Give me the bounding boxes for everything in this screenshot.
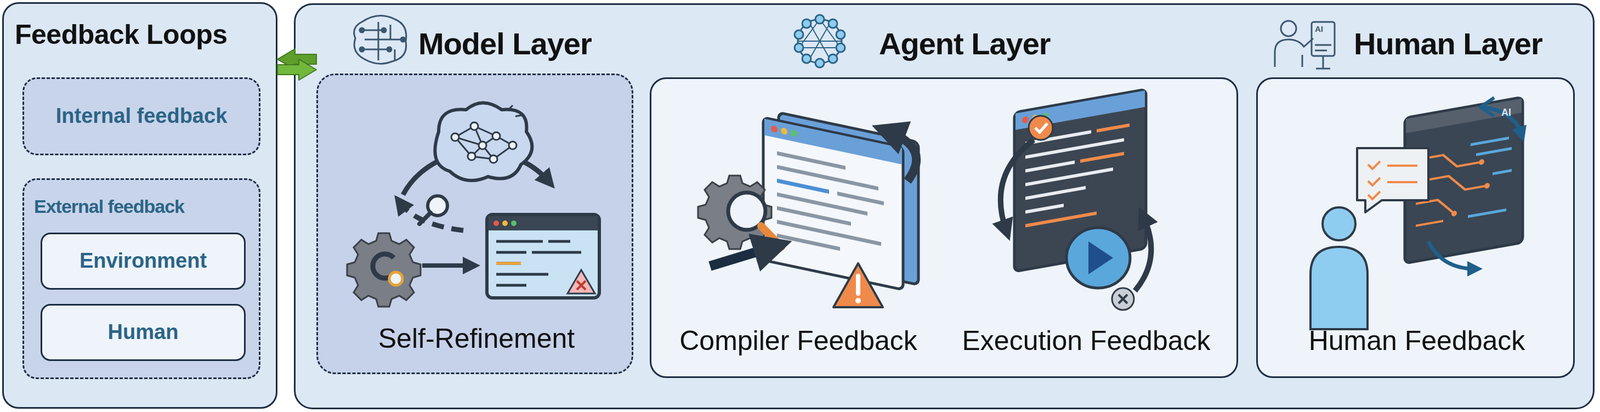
group-panel: Feedback LoopsInternal feedbackExternal … bbox=[2, 2, 278, 409]
execution-feedback-illustration bbox=[1000, 89, 1152, 310]
feedback-arrow bbox=[277, 48, 317, 70]
layer-box: Agent LayerCompiler FeedbackExecution Fe… bbox=[649, 77, 1239, 378]
compiler-feedback-illustration bbox=[698, 112, 919, 308]
layer-heading: Model Layer bbox=[418, 25, 592, 62]
feedback-arrow bbox=[277, 59, 317, 81]
layer-box: Model LayerSelf-Refinement bbox=[316, 73, 634, 374]
self-refinement-illustration bbox=[347, 103, 600, 308]
feedback-group: External feedbackEnvironmentHuman bbox=[22, 178, 261, 379]
source-box: Environment bbox=[40, 232, 246, 290]
agent-layer-icon bbox=[794, 14, 845, 68]
panel-title: Feedback Loops bbox=[14, 18, 228, 51]
bidirectional-arrow bbox=[277, 48, 317, 81]
human-layer-icon bbox=[1274, 20, 1335, 69]
component-caption: Compiler Feedback bbox=[655, 324, 941, 357]
feedback-box: Internal feedback bbox=[22, 77, 261, 156]
group-label: External feedback bbox=[33, 195, 185, 218]
layer-heading: Agent Layer bbox=[878, 25, 1051, 62]
box-label: Human bbox=[108, 319, 179, 345]
layer-heading: Human Layer bbox=[1353, 25, 1543, 62]
box-label: Environment bbox=[79, 248, 207, 274]
model-layer-icon bbox=[354, 15, 407, 65]
icon-label: AI bbox=[1314, 24, 1324, 34]
source-box: Human bbox=[40, 303, 246, 361]
human-feedback-illustration bbox=[1310, 97, 1523, 329]
box-label: Internal feedback bbox=[55, 103, 228, 129]
component-caption: Self-Refinement bbox=[318, 321, 635, 355]
component-caption: Human Feedback bbox=[1263, 324, 1571, 357]
component-caption: Execution Feedback bbox=[938, 324, 1235, 357]
layer-box: Human LayerHuman Feedback bbox=[1256, 77, 1575, 378]
icon-label: AI bbox=[1501, 106, 1512, 119]
